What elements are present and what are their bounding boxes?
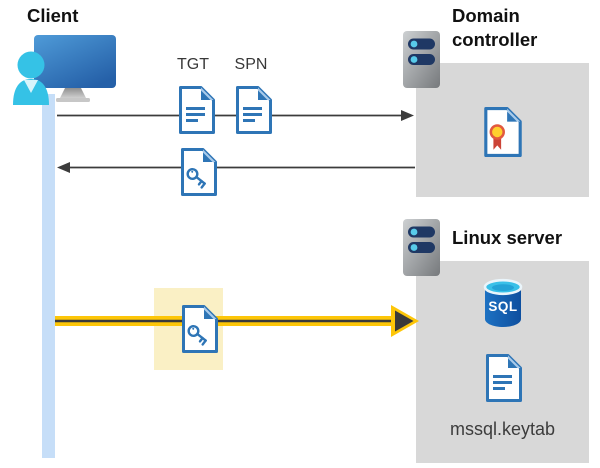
tgt-ticket-icon [177, 86, 217, 134]
user-icon [13, 51, 49, 105]
client-workstation-icon [13, 35, 116, 105]
tgt-label: TGT [177, 56, 209, 73]
spn-label: SPN [234, 56, 268, 73]
sql-database-icon: SQL [483, 278, 523, 327]
domain-controller-label: Domain controller [452, 5, 538, 50]
sql-database-text: SQL [488, 299, 517, 314]
certificate-icon [484, 107, 522, 157]
linux-server-label: Linux server [452, 227, 563, 248]
service-ticket-key-icon [179, 148, 219, 196]
keytab-file-icon [484, 353, 524, 403]
domain-controller-server-icon [402, 30, 441, 89]
keytab-key-ticket-icon [180, 305, 220, 353]
linux-server-server-icon [402, 218, 441, 277]
monitor-icon [34, 35, 116, 102]
kerberos-auth-arrow [55, 305, 419, 337]
ticket-response-arrow [57, 162, 415, 173]
spn-ticket-icon [234, 86, 274, 134]
client-label: Client [27, 5, 79, 26]
client-lifeline [42, 94, 55, 458]
keytab-filename-label: mssql.keytab [449, 419, 556, 439]
